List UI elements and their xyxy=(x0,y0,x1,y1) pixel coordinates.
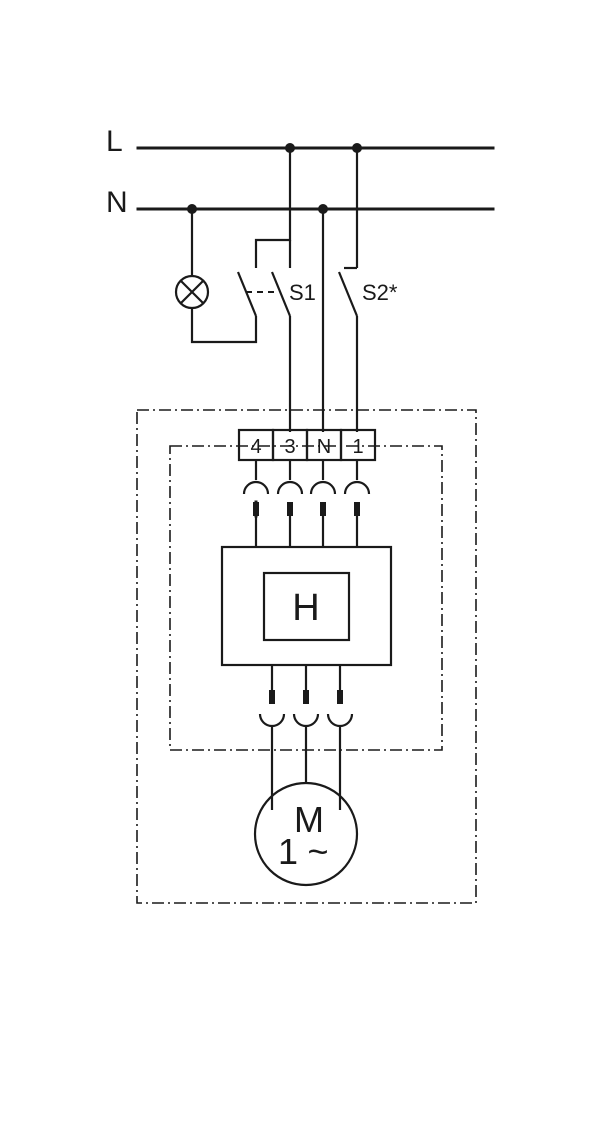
switch-s1 xyxy=(236,148,292,432)
connector-3 xyxy=(276,460,304,547)
motor-phase: 1 xyxy=(278,831,298,872)
upper-connectors xyxy=(242,460,371,547)
rail-label-n: N xyxy=(106,186,128,219)
controller-label: H xyxy=(292,587,319,629)
rail-label-l: L xyxy=(106,125,123,158)
outer-enclosure xyxy=(136,409,477,904)
connector-4 xyxy=(242,460,270,547)
terminal-block: 4 3 N 1 xyxy=(237,428,377,462)
connector-n xyxy=(309,460,337,547)
motor-ac-symbol: ~ xyxy=(307,831,328,872)
switch-s1-label: S1 xyxy=(289,280,316,305)
lower-connectors xyxy=(258,665,354,810)
terminal-label: 1 xyxy=(352,436,363,458)
motor-connector-2 xyxy=(292,665,320,782)
motor-icon xyxy=(253,781,359,887)
motor-letter: M xyxy=(294,799,324,840)
connector-1 xyxy=(343,460,371,547)
terminal-label: 4 xyxy=(250,436,261,458)
terminal-label: N xyxy=(317,436,331,458)
motor-connector-1 xyxy=(258,665,286,810)
indicator-lamp-circuit xyxy=(174,209,258,344)
switch-s2 xyxy=(337,148,359,432)
switch-s2-label: S2* xyxy=(362,280,398,305)
terminal-label: 3 xyxy=(284,436,295,458)
controller-display xyxy=(262,571,351,642)
motor-connector-3 xyxy=(326,665,354,810)
